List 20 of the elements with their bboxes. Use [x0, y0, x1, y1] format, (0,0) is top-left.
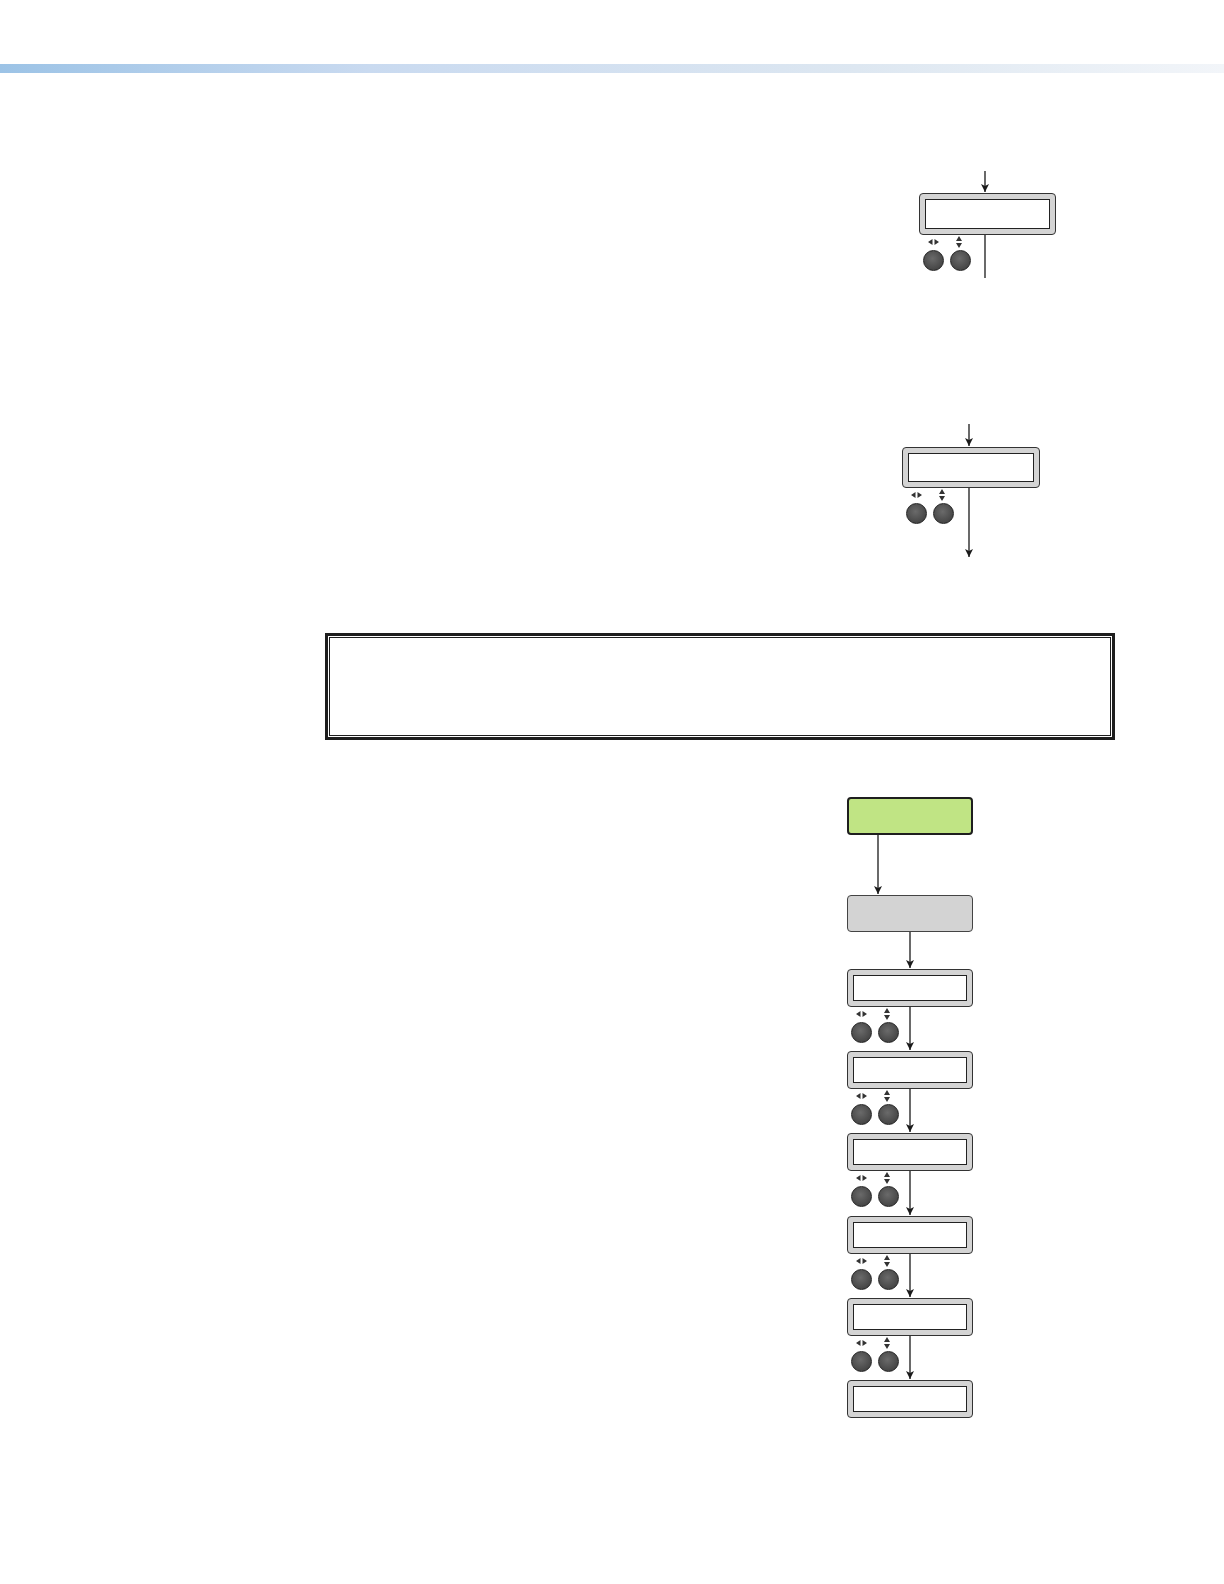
arrow [965, 423, 973, 447]
display-box [847, 969, 973, 1007]
display-box [847, 1380, 973, 1418]
arrow [906, 1088, 914, 1133]
display-box [847, 1051, 973, 1089]
arrow [906, 931, 914, 969]
display-box [847, 1298, 973, 1336]
arrow [981, 170, 989, 193]
arrow [906, 1253, 914, 1298]
arrow [874, 834, 882, 895]
arrow [906, 1006, 914, 1051]
display-box [847, 1133, 973, 1171]
display-box [919, 193, 1056, 235]
menu-box [847, 895, 973, 932]
menu-box [847, 797, 973, 835]
arrow [906, 1335, 914, 1380]
arrow [906, 1170, 914, 1216]
display-box [902, 447, 1040, 488]
display-box [847, 1216, 973, 1254]
arrow [965, 487, 973, 558]
